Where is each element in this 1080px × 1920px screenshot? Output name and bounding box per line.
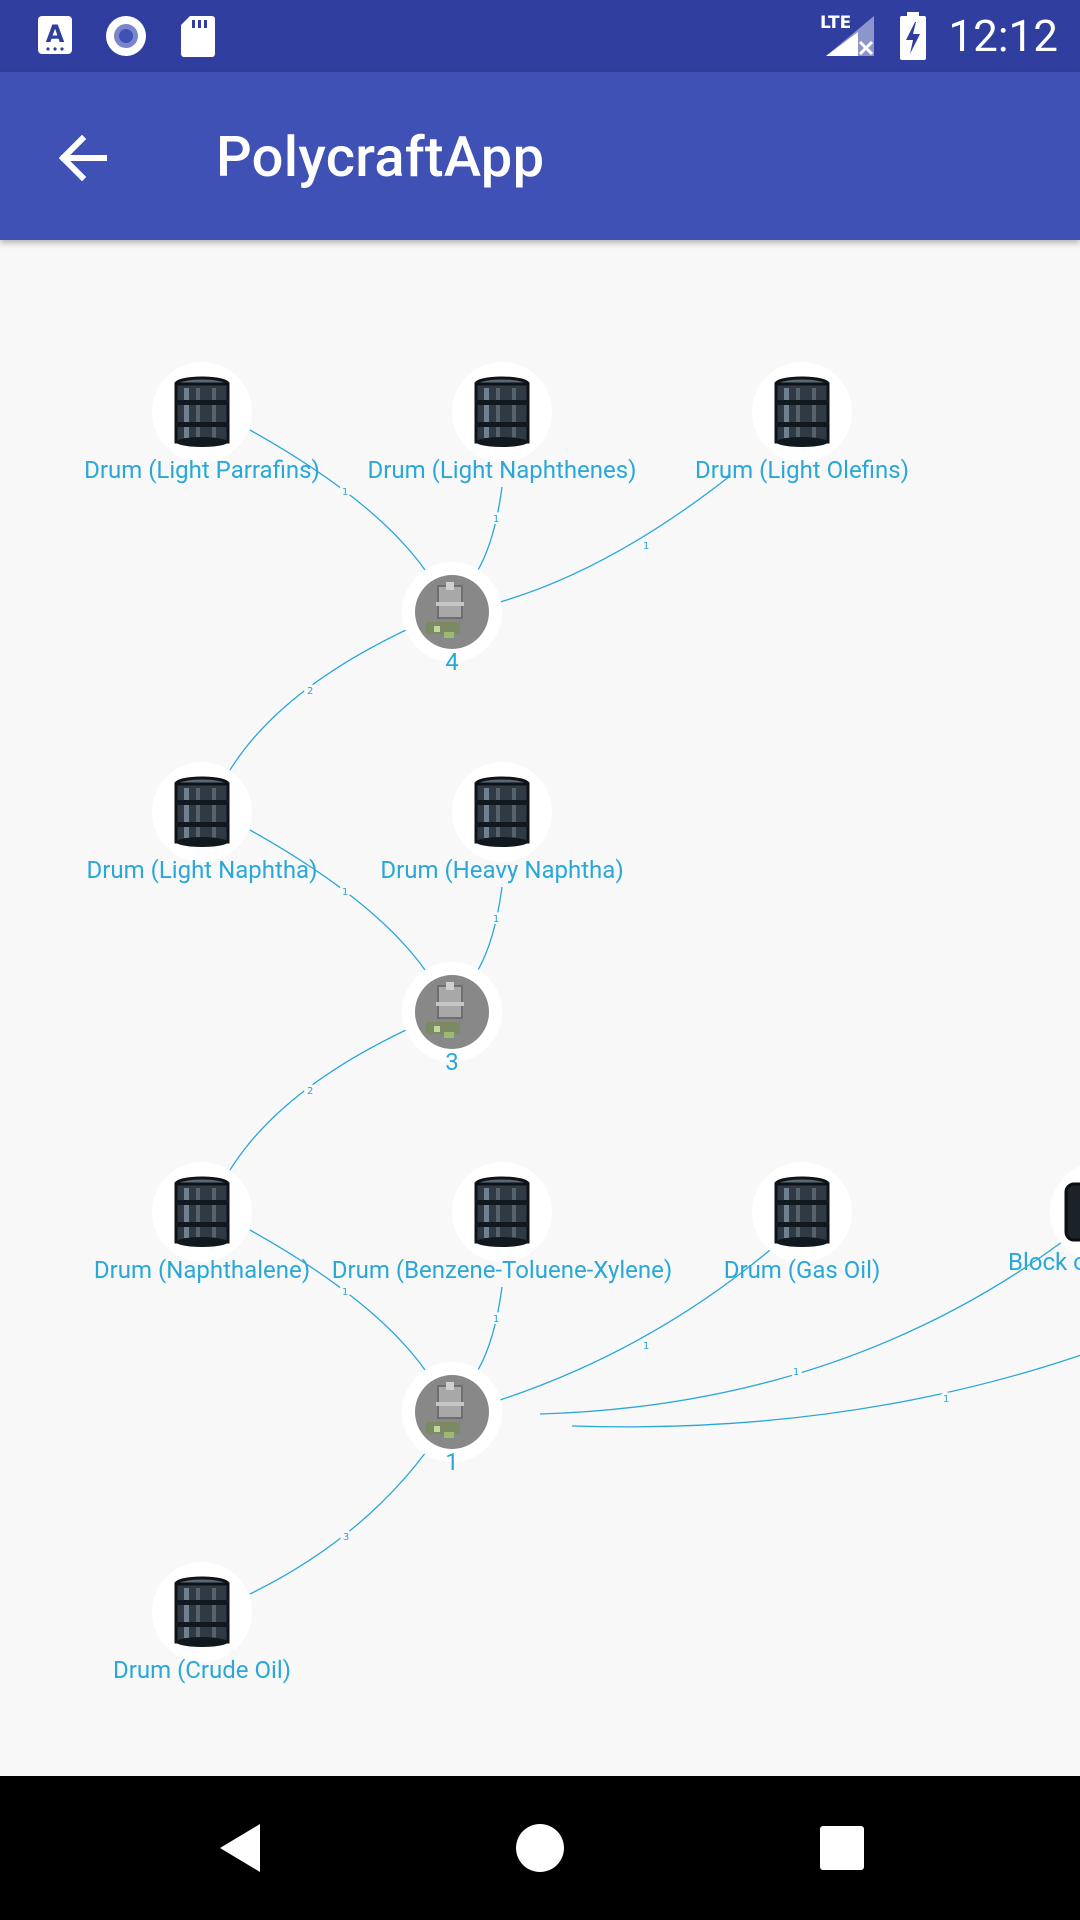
block-icon xyxy=(1064,1182,1080,1242)
node-label: Drum (Light Olefins) xyxy=(695,456,909,484)
graph-node[interactable] xyxy=(152,1162,252,1262)
node-label: Drum (Light Naphthenes) xyxy=(368,456,637,484)
graph-edge xyxy=(249,829,426,971)
node-label: 1 xyxy=(445,1448,459,1476)
svg-text:A: A xyxy=(46,20,65,48)
node-label: Drum (Benzene-Toluene-Xylene) xyxy=(332,1256,673,1284)
drum-icon xyxy=(174,1176,230,1249)
lte-signal-icon: LTE xyxy=(820,13,874,56)
edge-label: 1 xyxy=(342,887,348,898)
app-title: PolycraftApp xyxy=(216,124,545,190)
network-type-label: LTE xyxy=(820,13,851,33)
arrow-back-icon xyxy=(58,134,107,182)
graph-node[interactable] xyxy=(402,562,502,662)
drum-icon xyxy=(174,376,230,449)
edge-label: 1 xyxy=(493,514,499,525)
node-label: 3 xyxy=(445,1048,459,1076)
graph-node[interactable] xyxy=(152,1562,252,1662)
nav-recents-icon xyxy=(820,1826,864,1870)
keyboard-a-icon: A xyxy=(38,16,72,54)
graph-node[interactable] xyxy=(152,362,252,462)
graph-edge xyxy=(249,1451,427,1595)
back-button[interactable] xyxy=(48,122,120,194)
node-label: Drum (Naphthalene) xyxy=(94,1256,310,1284)
graph-edge xyxy=(477,1286,503,1371)
edge-label: 1 xyxy=(793,1367,799,1378)
edge-label: 2 xyxy=(307,1086,313,1097)
edge-label: 1 xyxy=(493,914,499,925)
graph-edge xyxy=(249,429,426,571)
edge-label: 1 xyxy=(342,1287,348,1298)
node-label: Block o xyxy=(1008,1248,1080,1276)
graph-canvas[interactable]: 1 1 1 2 1 1 2 1 1 1 1 1 3 Drum (Light Pa… xyxy=(0,240,1080,1776)
graph-edge xyxy=(499,1249,771,1401)
edge-label: 3 xyxy=(343,1532,349,1543)
nav-back-button[interactable] xyxy=(208,1816,272,1880)
status-time: 12:12 xyxy=(948,10,1058,62)
drum-icon xyxy=(474,776,530,849)
graph-node[interactable] xyxy=(752,362,852,462)
recipe-graph[interactable]: 1 1 1 2 1 1 2 1 1 1 1 1 3 Drum (Light Pa… xyxy=(0,240,1080,1776)
graph-edge xyxy=(249,1229,426,1371)
graph-node[interactable] xyxy=(1050,1162,1080,1262)
graph-edge xyxy=(571,1354,1080,1428)
distillation-column-icon xyxy=(414,974,490,1050)
graph-node[interactable] xyxy=(402,1362,502,1462)
drum-icon xyxy=(174,776,230,849)
edge-label: 2 xyxy=(307,686,313,697)
drum-icon xyxy=(774,1176,830,1249)
drum-icon xyxy=(474,376,530,449)
status-bar: A LTE 12:12 xyxy=(0,0,1080,72)
graph-edge xyxy=(477,886,503,971)
graph-edges xyxy=(229,429,1080,1595)
edge-label: 1 xyxy=(493,1314,499,1325)
graph-node[interactable] xyxy=(752,1162,852,1262)
record-circle-icon xyxy=(106,16,146,56)
nav-home-icon xyxy=(516,1824,564,1872)
edge-labels: 1 1 1 2 1 1 2 1 1 1 1 1 3 xyxy=(304,485,952,1543)
sd-card-icon xyxy=(181,16,215,57)
nav-home-button[interactable] xyxy=(508,1816,572,1880)
graph-edge xyxy=(477,486,503,571)
edge-label: 1 xyxy=(342,487,348,498)
drum-icon xyxy=(174,1576,230,1649)
node-label: Drum (Gas Oil) xyxy=(724,1256,881,1284)
edge-label: 1 xyxy=(643,541,649,552)
nav-recents-button[interactable] xyxy=(810,1816,874,1880)
graph-edge xyxy=(499,475,731,603)
node-label: Drum (Crude Oil) xyxy=(113,1656,291,1684)
navigation-bar xyxy=(0,1776,1080,1920)
graph-node[interactable] xyxy=(152,762,252,862)
distillation-column-icon xyxy=(414,574,490,650)
nav-back-icon xyxy=(220,1824,260,1872)
node-label: Drum (Heavy Naphtha) xyxy=(380,856,623,884)
graph-edge xyxy=(539,1241,1063,1415)
graph-node[interactable] xyxy=(402,962,502,1062)
edge-label: 1 xyxy=(943,1394,949,1405)
graph-node[interactable] xyxy=(452,1162,552,1262)
edge-label: 1 xyxy=(643,1341,649,1352)
graph-node[interactable] xyxy=(452,762,552,862)
graph-edge xyxy=(229,629,407,771)
graph-edge xyxy=(229,1029,407,1171)
node-label: 4 xyxy=(445,648,459,676)
drum-icon xyxy=(474,1176,530,1249)
battery-charging-icon xyxy=(900,12,926,60)
node-label: Drum (Light Naphtha) xyxy=(87,856,318,884)
node-label: Drum (Light Parrafins) xyxy=(84,456,320,484)
drum-icon xyxy=(774,376,830,449)
graph-node[interactable] xyxy=(452,362,552,462)
app-bar: PolycraftApp xyxy=(0,72,1080,240)
distillation-column-icon xyxy=(414,1374,490,1450)
